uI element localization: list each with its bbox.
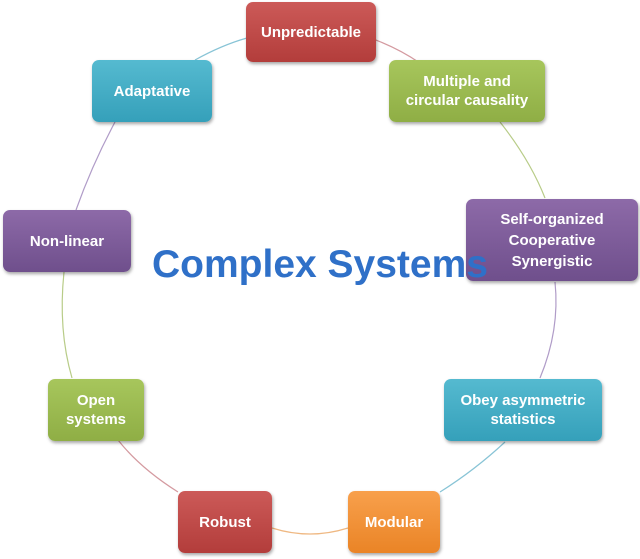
ring-arc — [271, 527, 349, 535]
ring-arc — [117, 439, 179, 493]
node-unpredictable: Unpredictable — [246, 2, 376, 62]
node-obey-asymmetric-statistics: Obey asymmetric statistics — [444, 379, 602, 441]
node-label: Obey asymmetric — [460, 392, 586, 409]
node-label: Synergistic — [511, 252, 593, 270]
node-label: Multiple and — [423, 73, 511, 90]
node-modular: Modular — [348, 491, 440, 553]
ring-arc — [499, 121, 546, 199]
ring-arc — [61, 271, 73, 379]
node-multiple-circular-causality: Multiple and circular causality — [389, 60, 545, 122]
node-self-organized: Self-organized Cooperative Synergistic — [466, 199, 638, 281]
ring-arc — [439, 441, 506, 493]
ring-arc — [539, 281, 557, 379]
node-label: Modular — [364, 513, 424, 531]
node-label: Self-organized — [500, 210, 604, 228]
node-label: Unpredictable — [260, 23, 362, 41]
ring-arc — [75, 121, 116, 211]
node-label: circular causality — [405, 92, 529, 109]
node-open-systems: Open systems — [48, 379, 144, 441]
node-label: Adaptative — [113, 82, 191, 100]
node-robust: Robust — [178, 491, 272, 553]
node-label: Open — [76, 392, 116, 409]
ring-arc — [194, 37, 248, 61]
node-label: Robust — [199, 513, 251, 531]
node-adaptative: Adaptative — [92, 60, 212, 122]
node-label: Non-linear — [29, 232, 105, 250]
node-label: statistics — [490, 411, 556, 428]
node-label: systems — [65, 411, 127, 428]
center-title: Complex Systems — [152, 243, 488, 286]
node-non-linear: Non-linear — [3, 210, 131, 272]
node-label: Cooperative — [508, 231, 596, 249]
